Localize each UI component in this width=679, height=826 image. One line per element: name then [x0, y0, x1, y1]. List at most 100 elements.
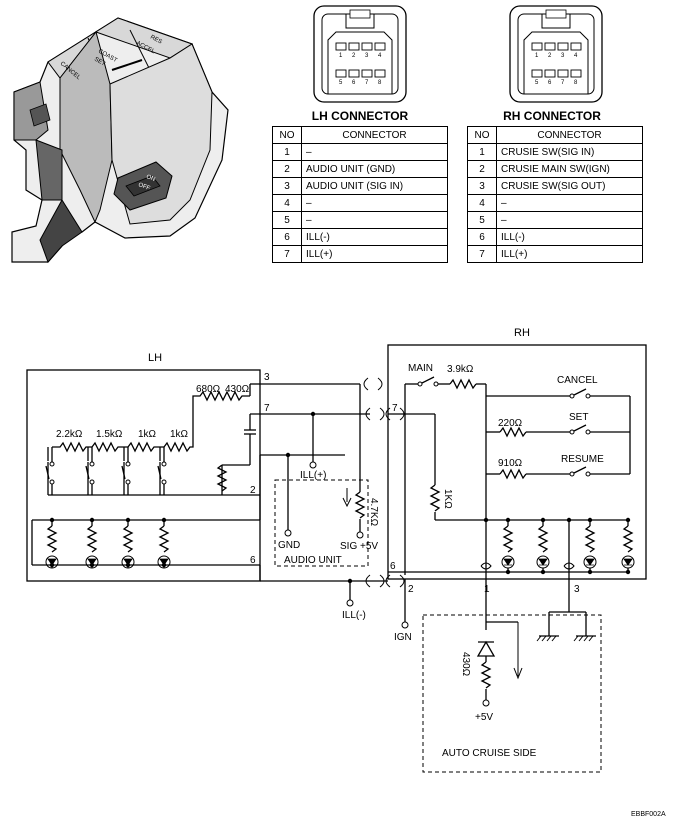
connector-pin [570, 69, 582, 78]
rh-title: RH [514, 327, 530, 339]
gnd-label: GND [278, 540, 300, 551]
connector-pin [531, 42, 543, 51]
rh-pin-number: 1 [467, 143, 497, 161]
connector-pin-number: 3 [365, 53, 369, 59]
circuit-schematic: LH RH 680Ω 430Ω 3 2.2kΩ 1.5kΩ 1kΩ 1kΩ 2 … [26, 327, 647, 773]
rh-pin-description: – [496, 211, 643, 229]
resistor-220 [499, 426, 527, 438]
cruise-switch-illustration: CANCEL COAST SET RES ACCEL ON OFF [11, 17, 229, 263]
r-1-5k-label: 1.5kΩ [96, 429, 123, 440]
connector-pin [544, 42, 556, 51]
connector-pin-number: 5 [535, 80, 539, 86]
rh-row: 4– [467, 194, 643, 212]
led-resistor [122, 525, 134, 553]
lh-pin-description: AUDIO UNIT (SIG IN) [301, 177, 448, 195]
connector-outline [509, 5, 603, 103]
resistor-vertical-lh [216, 464, 228, 492]
rh-header-no: NO [467, 126, 497, 144]
connector-pin-number: 2 [548, 53, 552, 59]
rh-pin-number: 2 [467, 160, 497, 178]
rh-pin-3: 3 [574, 584, 580, 595]
rh-pin-6: 6 [390, 561, 396, 572]
rh-pin-number: 7 [467, 245, 497, 263]
ill-minus-label: ILL(-) [342, 610, 366, 621]
connector-pin-number: 6 [352, 80, 356, 86]
on-label: ON [145, 174, 156, 183]
lh-row: 5– [272, 211, 448, 229]
rh-pin-description: ILL(-) [496, 228, 643, 246]
main-label: MAIN [408, 363, 433, 374]
resistor-430-bottom [480, 661, 492, 689]
off-label: OFF [137, 182, 151, 192]
lh-pin-description: – [301, 194, 448, 212]
set-label: SET [93, 57, 106, 68]
rh-pin-number: 5 [467, 211, 497, 229]
res-label: RES [149, 34, 163, 45]
connector-pin-number: 8 [574, 80, 578, 86]
audio-unit-label: AUDIO UNIT [284, 555, 342, 566]
r-3-9k-label: 3.9kΩ [447, 364, 474, 375]
zener-diode [476, 640, 496, 657]
lh-row: 1– [272, 143, 448, 161]
r-2-2k-label: 2.2kΩ [56, 429, 83, 440]
connector-pin-number: 1 [535, 53, 539, 59]
rh-switch-box [387, 344, 647, 580]
rh-pin-description: – [496, 194, 643, 212]
connector-pin-number: 2 [352, 53, 356, 59]
rh-pin-description: CRUSIE SW(SIG OUT) [496, 177, 643, 195]
ill-plus-label: ILL(+) [300, 470, 326, 481]
lh-pin-number: 1 [272, 143, 302, 161]
auto-cruise-side-label: AUTO CRUISE SIDE [442, 748, 537, 759]
connector-pin-number: 7 [561, 80, 565, 86]
lh-pin-number: 2 [272, 160, 302, 178]
led-resistor [622, 525, 634, 553]
connector-pin [557, 42, 569, 51]
rh-pin-1: 1 [484, 584, 490, 595]
rh-pin-7: 7 [392, 403, 398, 414]
resistor-910 [499, 468, 527, 480]
lh-pin-3: 3 [264, 372, 270, 383]
lh-pin-description: ILL(-) [301, 228, 448, 246]
r-1k-b-label: 1kΩ [170, 429, 189, 440]
connector-pin [544, 69, 556, 78]
lh-pin-description: ILL(+) [301, 245, 448, 263]
connector-pin [361, 42, 373, 51]
connector-pin [570, 42, 582, 51]
r-220-label: 220Ω [498, 418, 523, 429]
lh-title: LH [148, 352, 162, 364]
led-resistor [86, 525, 98, 553]
led-resistor [46, 525, 58, 553]
rh-pin-description: ILL(+) [496, 245, 643, 263]
resistor-3-9k [449, 378, 477, 390]
lh-row: 4– [272, 194, 448, 212]
lh-pin-2: 2 [250, 485, 256, 496]
connector-pin-number: 6 [548, 80, 552, 86]
lh-pin-number: 7 [272, 245, 302, 263]
connector-pin [531, 69, 543, 78]
figure-code: EBBF002A [631, 811, 666, 818]
led-resistor [584, 525, 596, 553]
lh-pin-number: 5 [272, 211, 302, 229]
rh-pin-2: 2 [408, 584, 414, 595]
lh-pin-description: – [301, 211, 448, 229]
connector-pin [557, 69, 569, 78]
lh-switch-box [26, 369, 261, 582]
connector-pin [335, 42, 347, 51]
connector-pin [374, 42, 386, 51]
audio-unit-box [274, 479, 369, 567]
connector-pin-number: 3 [561, 53, 565, 59]
r-910-label: 910Ω [498, 458, 523, 469]
connector-pin [361, 69, 373, 78]
connector-pin [348, 69, 360, 78]
r-430-top-label: 430Ω [225, 384, 250, 395]
connector-cavity [327, 31, 393, 94]
ign-label: IGN [394, 632, 412, 643]
rh-row: 5– [467, 211, 643, 229]
